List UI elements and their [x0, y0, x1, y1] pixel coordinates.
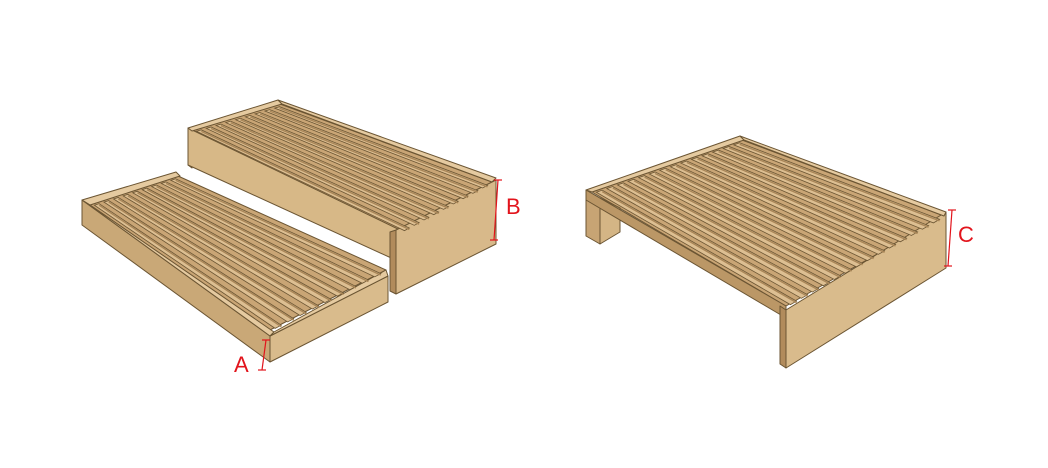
single-bed-slat-shadow	[623, 183, 819, 291]
upper-bed-slat-shadow	[220, 124, 430, 220]
single-bed-slat	[595, 189, 798, 306]
pullout-bed-front-rim	[269, 269, 389, 337]
pullout-bed-slat-shadow	[127, 195, 319, 308]
single-bed-slat-shadow	[697, 158, 896, 247]
single-bed-slat-shadow	[654, 172, 852, 272]
single-bed-right-rim	[739, 135, 947, 217]
dimension-a: A	[234, 339, 270, 377]
dimension-c-label: C	[958, 222, 974, 247]
upper-bed-slat	[195, 129, 411, 232]
upper-bed-slat-shadow	[201, 130, 410, 231]
single-bed-slat	[637, 175, 842, 280]
single-bed-slat	[648, 171, 853, 274]
upper-bed-slat-shadow	[249, 116, 459, 204]
upper-bed-slat-shadow	[210, 127, 420, 225]
pullout-bed-slat-shadow	[165, 182, 369, 283]
pullout-bed-slat-shadow	[137, 192, 332, 302]
pullout-bed-slat	[150, 184, 357, 291]
single-bed-slat	[616, 182, 820, 293]
single-bed-assembly: C	[585, 135, 974, 369]
pullout-bed-slat-shadow	[108, 201, 295, 321]
pullout-bed-slat-shadow	[117, 198, 307, 315]
upper-bed-right-rim	[277, 99, 497, 183]
dimension-c: C	[944, 209, 974, 267]
single-bed-slat	[732, 142, 941, 224]
single-bed-slat-shadow	[707, 154, 907, 241]
pullout-bed-slat	[122, 193, 320, 310]
pullout-bed-slat	[141, 187, 345, 297]
single-bed-slat-shadow	[644, 176, 841, 279]
trundle-bed-assembly: A B	[81, 99, 521, 377]
single-bed-slat-shadow	[665, 169, 863, 266]
pullout-bed-slat-shadow	[175, 179, 382, 276]
upper-bed-slat-shadow	[259, 113, 469, 199]
single-bed-slat	[700, 153, 908, 243]
single-bed-slat	[658, 167, 864, 268]
upper-bed-slat-shadow	[240, 119, 449, 209]
upper-bed-slat	[214, 123, 430, 221]
upper-bed-frame	[187, 99, 497, 295]
single-bed-slat	[605, 186, 809, 299]
single-bed-slat-shadow	[728, 147, 929, 228]
upper-bed-slat-shadow	[269, 110, 479, 193]
single-bed-slat-shadow	[718, 150, 918, 235]
single-bed-slats	[595, 142, 941, 306]
single-bed-slat	[690, 156, 897, 249]
pullout-bed-slat	[112, 197, 308, 316]
single-bed-slat	[679, 160, 886, 255]
single-bed-slat	[711, 149, 919, 236]
single-bed-slat-shadow	[739, 143, 940, 222]
pullout-bed-slat-shadow	[98, 204, 282, 328]
pullout-bed-slat	[103, 200, 295, 323]
upper-bed-slat-shadow	[279, 107, 488, 188]
pullout-bed-slat	[169, 178, 382, 278]
upper-bed-slat-shadow	[230, 122, 439, 215]
pullout-bed-slat-shadow	[146, 189, 344, 296]
upper-bed-slats	[195, 106, 489, 232]
single-bed-slat-shadow	[633, 180, 830, 285]
pullout-bed-slat-shadow	[156, 185, 357, 289]
dimension-a-line	[261, 339, 267, 371]
dimension-b-line	[493, 179, 499, 241]
dimension-b: B	[490, 179, 521, 241]
pullout-bed-slat	[93, 203, 283, 329]
pullout-bed-frame	[81, 171, 389, 363]
single-bed-slat	[669, 164, 875, 262]
pullout-bed-slat	[160, 181, 370, 284]
dimension-c-line	[947, 209, 953, 267]
dimension-a-label: A	[234, 352, 249, 377]
upper-bed-slat	[205, 126, 420, 226]
single-bed-slat-shadow	[601, 191, 797, 304]
single-bed-slat-shadow	[675, 165, 874, 260]
upper-bed-end-panel-edge	[389, 229, 397, 295]
dimension-b-label: B	[506, 194, 521, 219]
single-bed-slat	[722, 146, 930, 230]
pullout-bed-slats	[93, 178, 382, 329]
pullout-bed-slat	[131, 190, 332, 304]
single-bed-slat-shadow	[686, 161, 885, 253]
single-bed-slat	[627, 178, 831, 287]
single-bed-slat-shadow	[612, 187, 808, 297]
single-bed-end-panel-edge	[779, 305, 787, 369]
